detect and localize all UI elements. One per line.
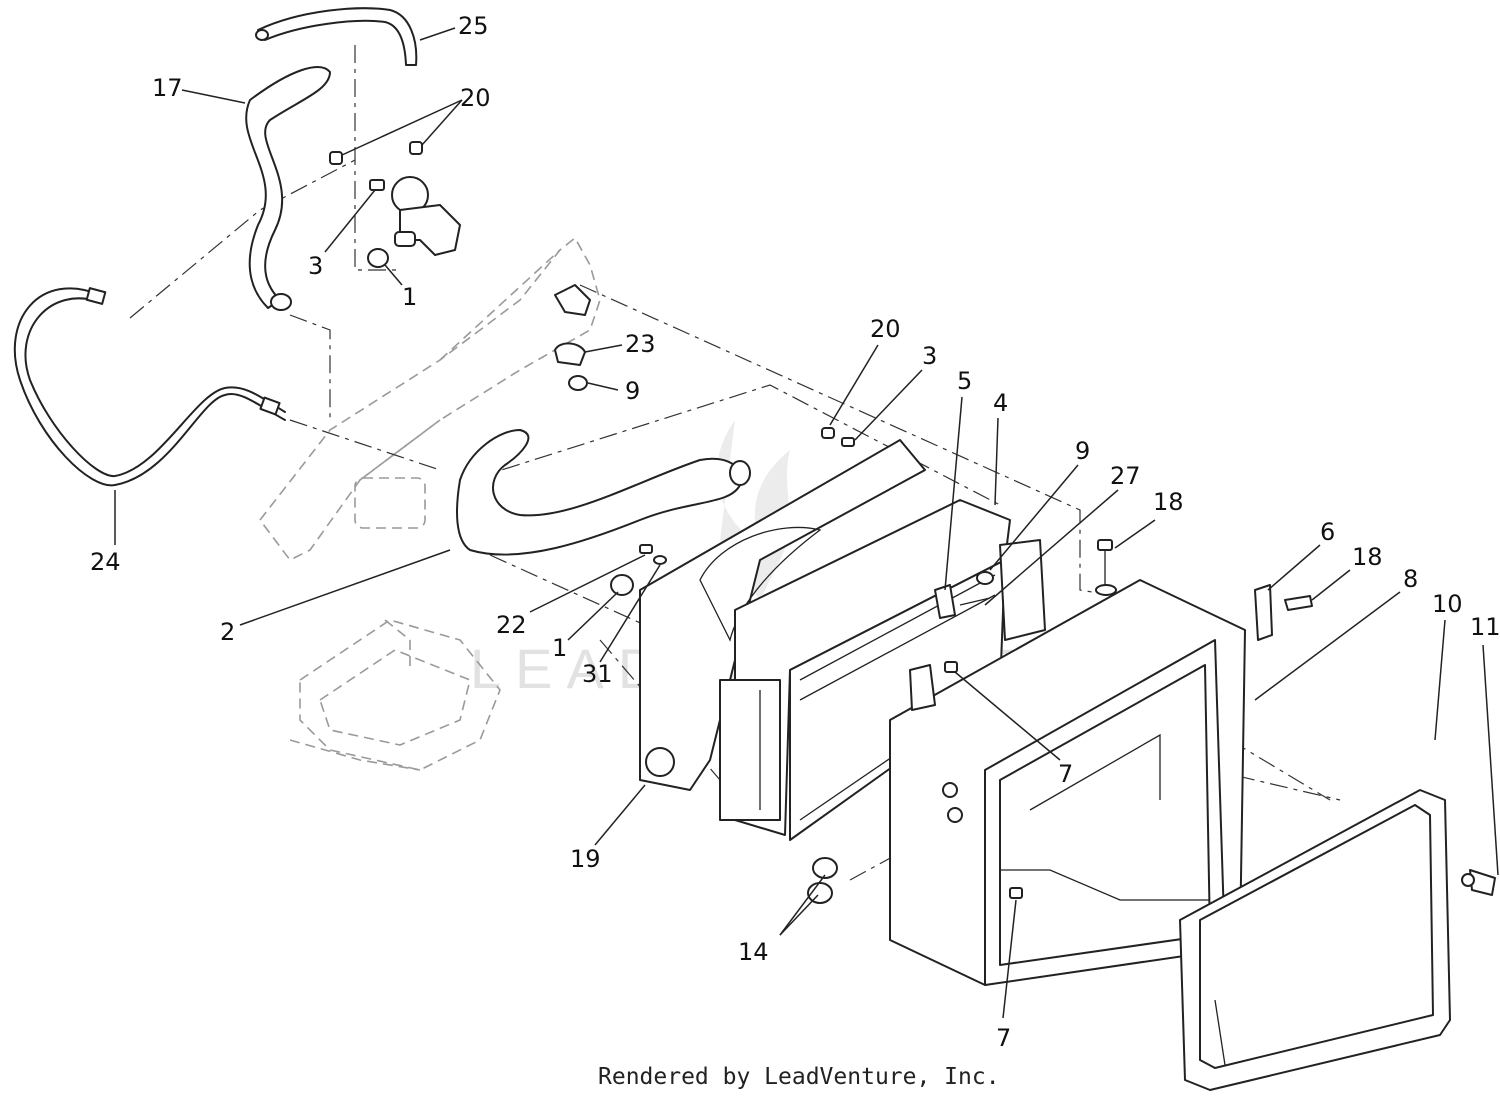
callout-18-upper: 18: [1153, 488, 1184, 516]
callout-14: 14: [738, 938, 769, 966]
screw-7: [944, 661, 1023, 899]
plugs-14: [807, 857, 838, 904]
latch-11: [1461, 869, 1496, 896]
callout-5: 5: [957, 367, 972, 395]
callout-2: 2: [220, 618, 235, 646]
callout-9-right: 9: [1075, 437, 1090, 465]
callout-23: 23: [625, 330, 656, 358]
callout-7-lower: 7: [996, 1024, 1011, 1052]
radiator-core-4: [719, 499, 1011, 841]
callout-3-middle: 3: [922, 342, 937, 370]
clamp-23: [554, 284, 591, 391]
callout-22: 22: [496, 611, 527, 639]
callout-20-middle: 20: [870, 315, 901, 343]
hose-2: [456, 429, 751, 556]
bracket-5: [934, 539, 1046, 641]
callout-9-left: 9: [625, 377, 640, 405]
callout-31: 31: [582, 660, 613, 688]
callout-10: 10: [1432, 590, 1463, 618]
door-frame-10: [1179, 789, 1451, 1091]
callout-24: 24: [90, 548, 121, 576]
callout-4: 4: [993, 389, 1008, 417]
callout-18-right: 18: [1352, 543, 1383, 571]
callout-20-upper: 20: [460, 84, 491, 112]
callouts: 25 17 20 3 1 23 9 24 20 3 5 4 9 27 18 6 …: [90, 12, 1500, 1052]
hardware-small: [610, 427, 855, 596]
valve-assembly: [329, 141, 461, 268]
callout-3-upper: 3: [308, 252, 323, 280]
callout-8: 8: [1403, 565, 1418, 593]
callout-6: 6: [1320, 518, 1335, 546]
callout-7-upper: 7: [1058, 760, 1073, 788]
frame-phantom: [258, 236, 601, 771]
callout-25: 25: [458, 12, 489, 40]
hose-24: [13, 287, 286, 487]
hose-17: [245, 66, 331, 311]
callout-17: 17: [152, 74, 183, 102]
bracket-6: [1254, 584, 1273, 641]
footer-credit: Rendered by LeadVenture, Inc.: [598, 1064, 1000, 1090]
bolt-18: [1095, 539, 1313, 611]
callout-1-lower: 1: [552, 634, 567, 662]
callout-27: 27: [1110, 462, 1141, 490]
callout-19: 19: [570, 845, 601, 873]
callout-11: 11: [1470, 613, 1500, 641]
leader-lines: [114, 27, 1499, 1019]
callout-1-upper: 1: [402, 283, 417, 311]
hose-25: [255, 7, 418, 66]
enclosure-8: [889, 579, 1246, 986]
